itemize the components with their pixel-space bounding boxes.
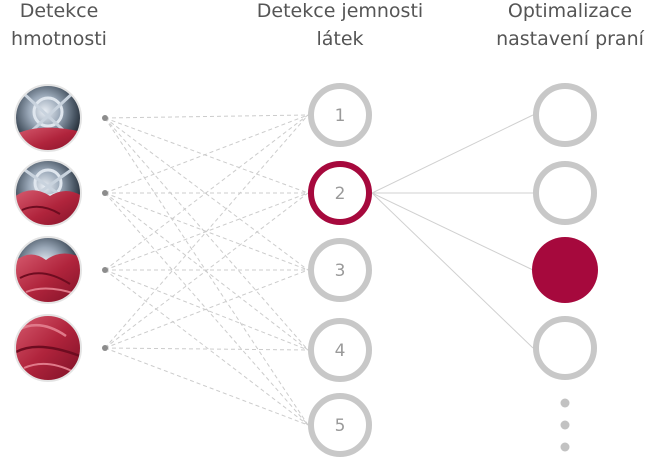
fabric-level-node: 4 <box>308 318 372 382</box>
optimization-option-ring <box>533 316 597 380</box>
optimization-option-ring <box>533 161 597 225</box>
connection-line <box>371 192 534 349</box>
more-options-indicator <box>560 398 570 452</box>
connection-line <box>104 347 309 351</box>
connection-line <box>104 114 309 349</box>
connection-line <box>104 117 309 351</box>
drum-full-load-icon <box>15 315 81 381</box>
heading-fabric-line1: Detekce jemnosti <box>256 0 424 22</box>
weight-node-dot <box>102 190 108 196</box>
weight-to-fabric-connections <box>104 114 309 426</box>
connection-line <box>104 269 309 351</box>
drum-heavy-load-icon <box>15 237 81 303</box>
fabric-to-optimization-connections <box>371 114 534 349</box>
heading-fabric-line2: látek <box>316 28 364 50</box>
fabric-level-ring <box>308 238 372 302</box>
optimization-option-ring <box>533 83 597 147</box>
connection-line <box>104 117 309 271</box>
connection-line <box>104 192 309 349</box>
drum-light-load-icon <box>15 85 81 151</box>
connection-line <box>104 192 309 351</box>
fabric-level-ring <box>308 393 372 457</box>
fabric-level-node: 3 <box>308 238 372 302</box>
weight-node-dot <box>102 345 108 351</box>
connection-line <box>104 269 309 426</box>
optimization-option-selected <box>532 237 598 303</box>
weight-node-dot <box>102 115 108 121</box>
drum-frame <box>14 314 82 382</box>
weight-node-dot <box>102 267 108 273</box>
heading-fabric-detection: Detekce jemnosti látek <box>240 0 440 53</box>
more-dot <box>560 442 570 452</box>
heading-weight-detection: Detekce hmotnosti <box>0 0 124 53</box>
connection-line <box>104 114 309 271</box>
fabric-level-label: 4 <box>335 341 346 361</box>
fabric-level-ring <box>308 83 372 147</box>
drum-frame <box>14 159 82 227</box>
fabric-level-ring <box>308 318 372 382</box>
fabric-level-label: 1 <box>335 106 346 126</box>
more-dot <box>560 398 570 408</box>
connection-line <box>104 347 309 426</box>
connection-line <box>371 192 534 271</box>
connection-line <box>104 114 309 119</box>
fabric-level-node: 1 <box>308 83 372 147</box>
connection-line <box>104 117 309 194</box>
heading-weight-line1: Detekce <box>19 0 99 22</box>
more-dot <box>560 420 570 430</box>
drum-frame <box>14 236 82 304</box>
connection-line <box>104 269 309 349</box>
fabric-level-label: 3 <box>335 261 346 281</box>
heading-weight-line2: hmotnosti <box>11 28 107 50</box>
fabric-level-node: 2 <box>308 161 372 225</box>
heading-wash-optimization: Optimalizace nastavení praní <box>480 0 650 53</box>
fabric-level-node: 5 <box>308 393 372 457</box>
heading-optimize-line1: Optimalizace <box>507 0 633 22</box>
drum-medium-load-icon <box>15 160 81 226</box>
drum-frame <box>14 84 82 152</box>
connection-line <box>104 114 309 194</box>
fabric-level-ring <box>308 161 372 225</box>
fabric-level-label: 2 <box>335 184 346 204</box>
fabric-level-label: 5 <box>335 416 346 436</box>
connection-line <box>371 114 534 194</box>
heading-optimize-line2: nastavení praní <box>496 28 644 50</box>
